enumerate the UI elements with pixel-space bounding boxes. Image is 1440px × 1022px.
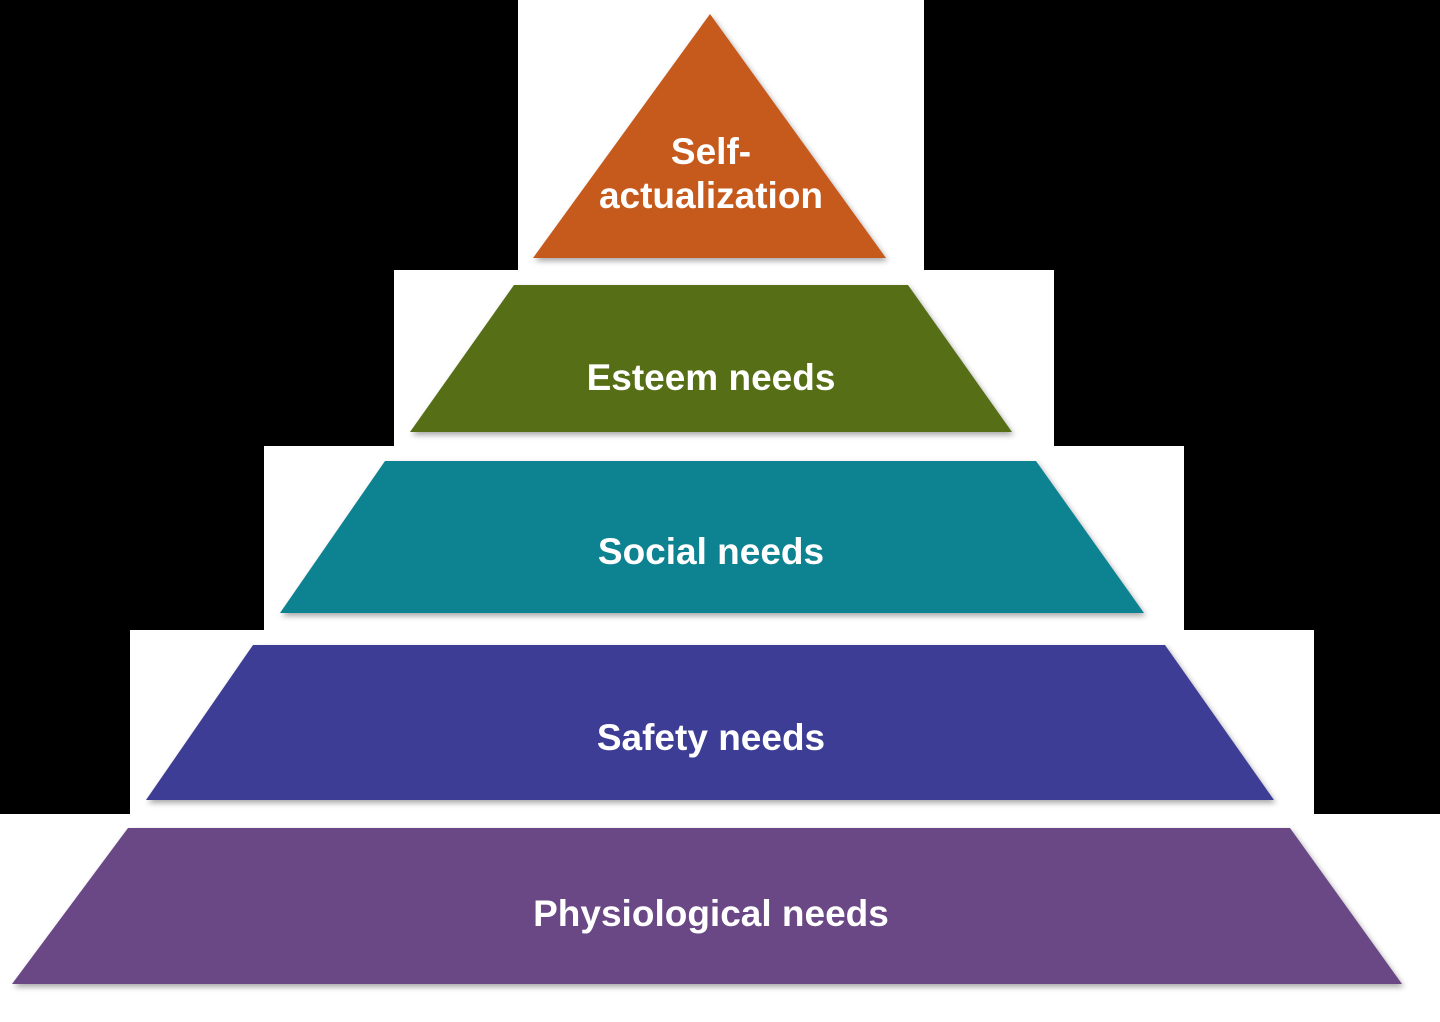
tier-label-3: Social needs bbox=[598, 531, 824, 572]
tier-label-5: Physiological needs bbox=[533, 893, 889, 934]
tier-shape-4 bbox=[146, 645, 1274, 800]
tier-shape-1 bbox=[533, 14, 886, 258]
tier-label-1-line-1: Self- bbox=[671, 131, 751, 172]
tier-shape-5 bbox=[12, 828, 1402, 984]
tier-4: Safety needs bbox=[146, 645, 1274, 800]
tier-1: Self-actualization bbox=[533, 14, 886, 258]
tier-2: Esteem needs bbox=[410, 285, 1012, 432]
tier-label-2: Esteem needs bbox=[587, 357, 836, 398]
tier-3: Social needs bbox=[280, 461, 1144, 613]
tier-shape-2 bbox=[410, 285, 1012, 432]
tier-5: Physiological needs bbox=[12, 828, 1402, 984]
tier-label-1-line-2: actualization bbox=[599, 175, 823, 216]
tier-label-4: Safety needs bbox=[597, 717, 825, 758]
tier-shape-3 bbox=[280, 461, 1144, 613]
